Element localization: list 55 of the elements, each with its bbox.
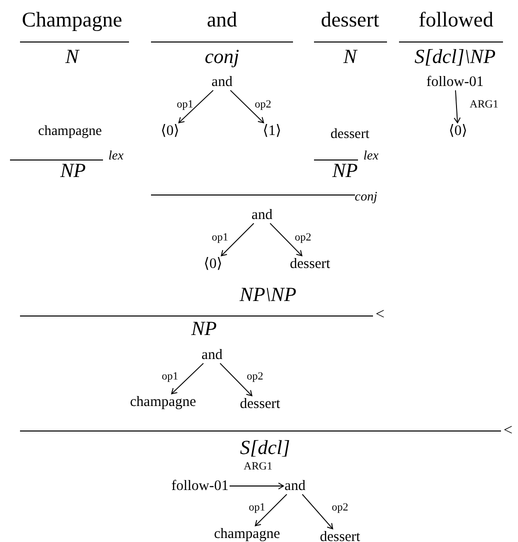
arrow: [178, 90, 214, 124]
concept-label: dessert: [290, 256, 330, 272]
concept-label: and: [212, 74, 232, 90]
concept-label: ⟨1⟩: [262, 124, 282, 138]
arrow: [454, 90, 461, 124]
concept-label: ⟨0⟩: [160, 124, 180, 138]
word: followed: [418, 10, 494, 30]
concept-label: and: [202, 348, 222, 362]
concept-label: and: [252, 208, 272, 222]
rule-label: lex: [108, 148, 124, 162]
category-label: NP\NP: [240, 285, 296, 305]
concept-label: dessert: [330, 128, 370, 142]
concept-label: follow-01: [426, 74, 484, 90]
concept-label: ⟨0⟩: [448, 124, 468, 138]
arrow: [229, 482, 284, 490]
edge-label: op2: [332, 502, 348, 514]
edge-label: op2: [294, 232, 312, 244]
word: Champagne: [22, 10, 122, 30]
arrow: [171, 362, 204, 394]
rule-label: lex: [363, 148, 379, 162]
concept-label: champagne: [38, 125, 102, 139]
edge-label: op1: [162, 372, 178, 382]
arrow: [254, 494, 288, 526]
category-label: NP: [191, 319, 217, 339]
edge-label: op2: [246, 372, 264, 382]
concept-label: dessert: [240, 396, 280, 412]
concept-label: champagne: [214, 526, 280, 542]
category-label: NP: [332, 161, 358, 181]
edge-label: ARG1: [244, 462, 272, 472]
concept-label: and: [284, 478, 306, 494]
rule-label: <: [503, 423, 513, 439]
rule-label: conj: [354, 190, 378, 202]
edge-label: op2: [254, 100, 272, 110]
category-label: conj: [204, 47, 240, 67]
rule-label: <: [375, 307, 385, 323]
category-label: S[dcl]: [240, 438, 290, 458]
edge-label: ARG1: [470, 100, 498, 110]
arrow: [270, 222, 302, 256]
edge-label: op1: [176, 100, 194, 110]
concept-label: champagne: [130, 394, 196, 410]
edge-label: op1: [212, 232, 228, 244]
concept-label: ⟨0⟩: [204, 256, 222, 272]
concept-label: dessert: [320, 530, 360, 542]
category-label: N: [65, 47, 79, 67]
arrow: [302, 494, 334, 530]
category-label: N: [343, 47, 357, 67]
arrow: [230, 90, 264, 124]
word: dessert: [320, 10, 380, 30]
edge-label: op1: [248, 502, 266, 514]
word: and: [206, 10, 238, 30]
category-label: NP: [60, 161, 86, 181]
arrow: [220, 362, 252, 396]
arrow: [220, 222, 254, 256]
category-label: S[dcl]\NP: [414, 47, 496, 67]
concept-label: follow-01: [171, 478, 229, 494]
